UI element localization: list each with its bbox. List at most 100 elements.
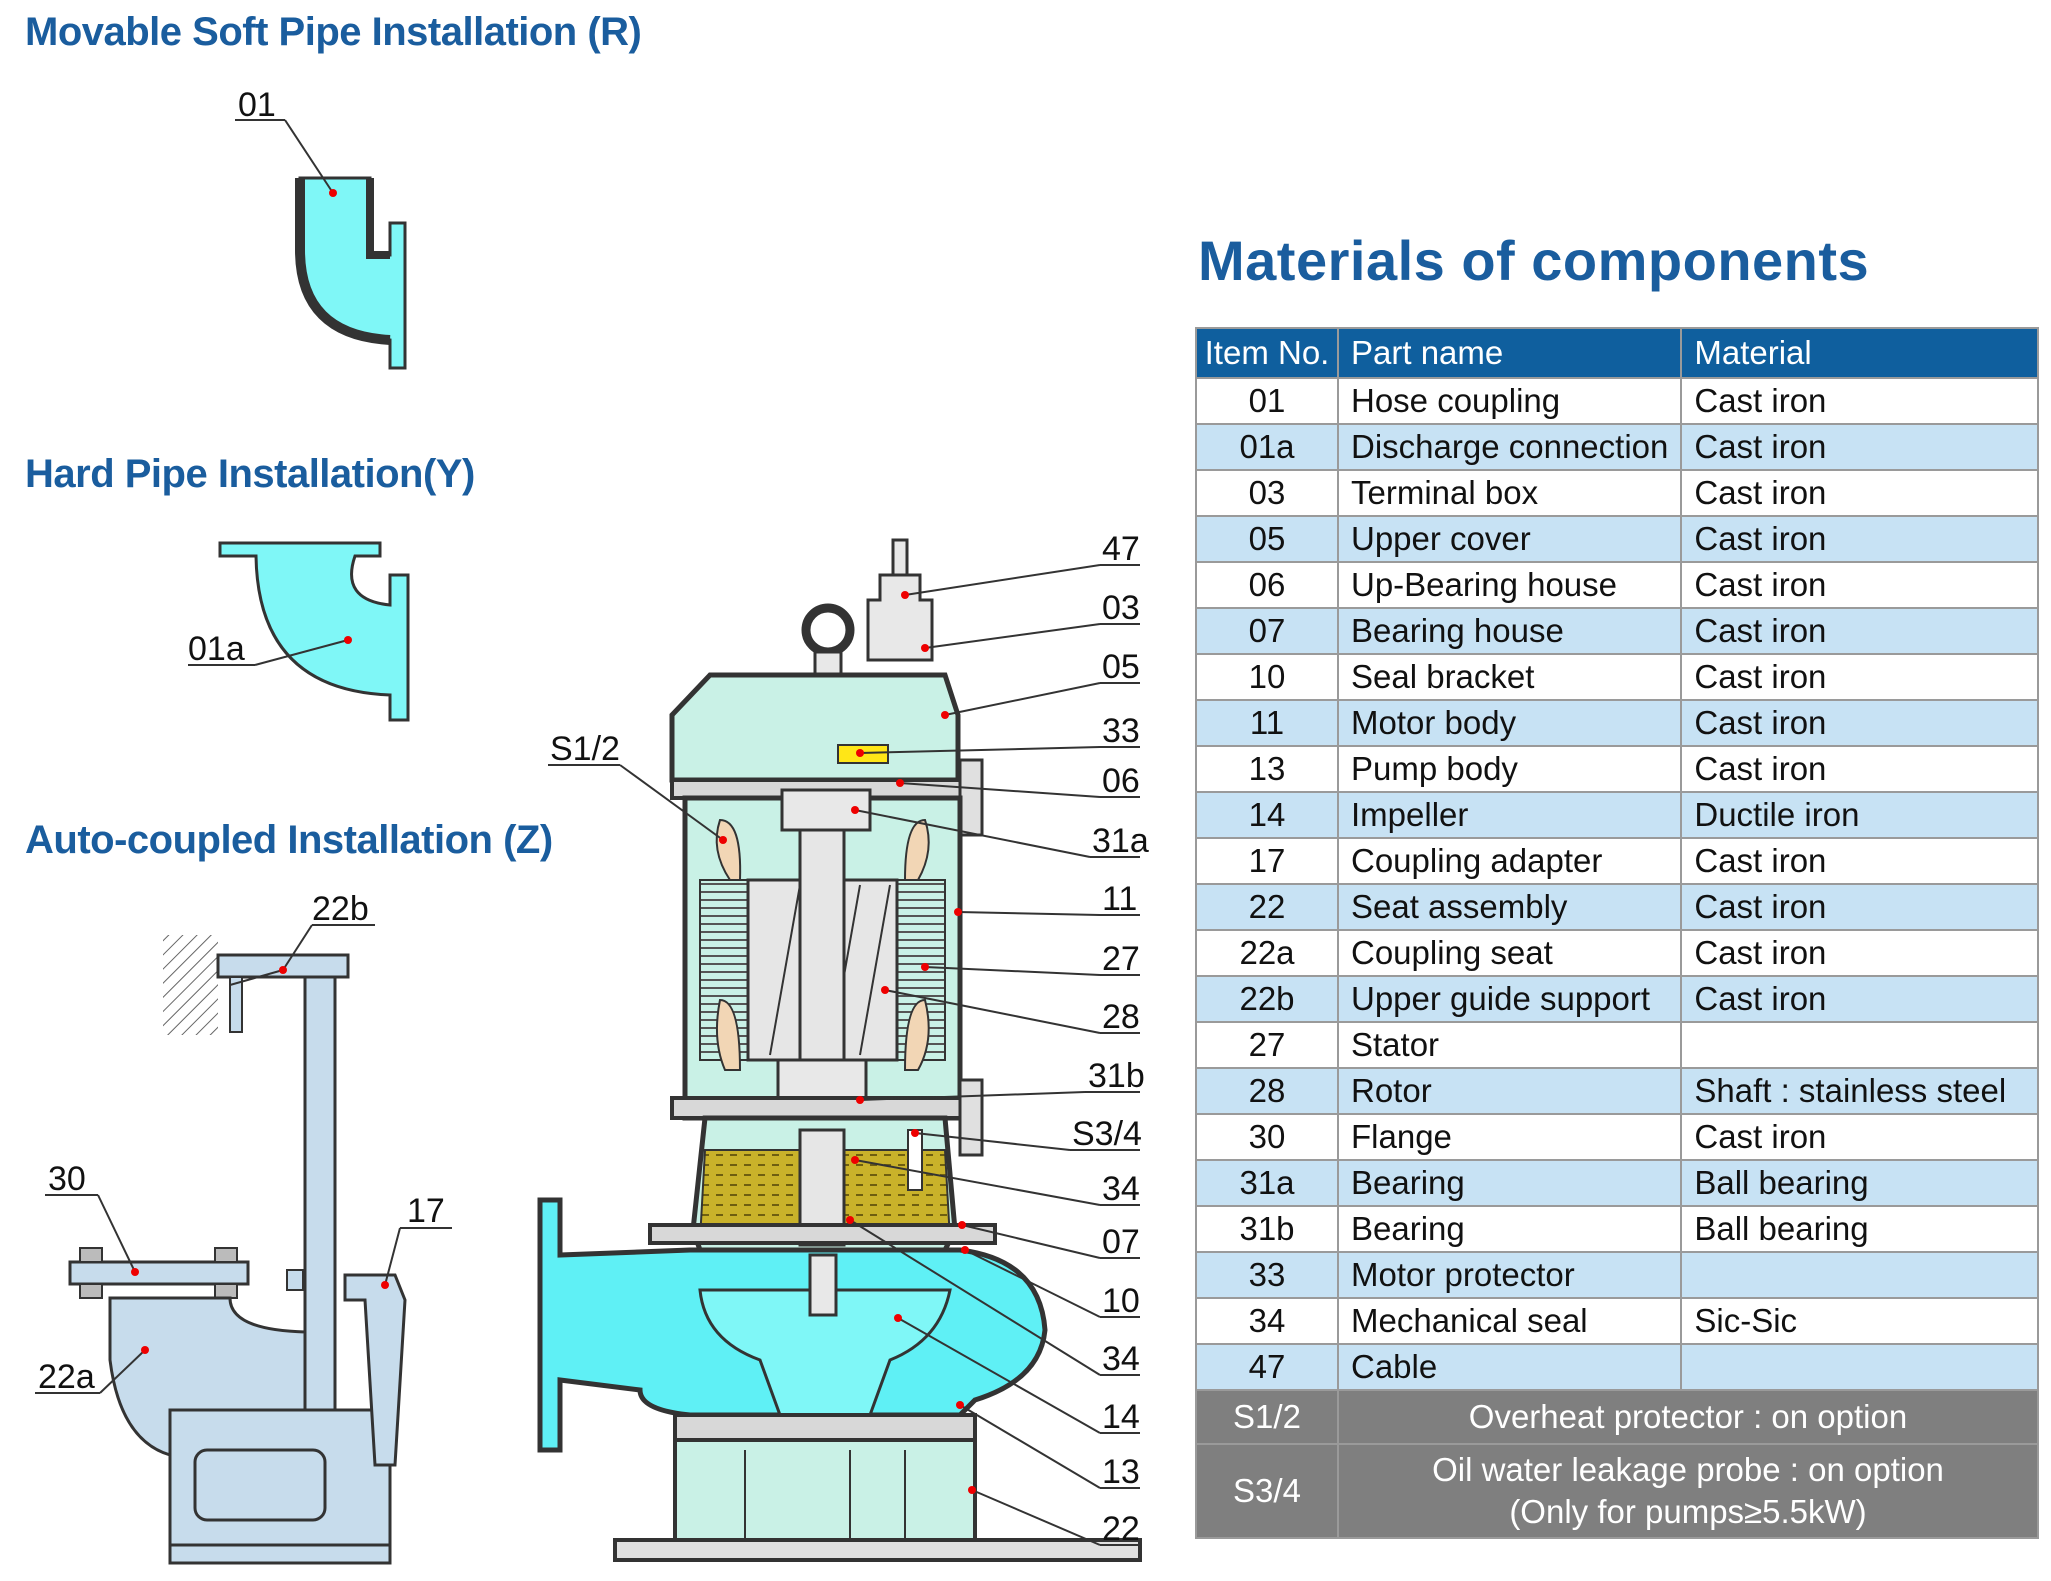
pump-cross-section	[537, 538, 1142, 1562]
cell-material: Cast iron	[1680, 975, 2039, 1023]
option-description-line: Oil water leakage probe : on option	[1432, 1451, 1944, 1488]
cell-item-no: 27	[1195, 1021, 1339, 1069]
cell-item-no: 30	[1195, 1113, 1339, 1161]
callout-label-S12: S1/2	[550, 730, 620, 768]
callout-label-28: 28	[1102, 998, 1140, 1036]
callout-label-33: 33	[1102, 712, 1140, 750]
cell-part-name: Up-Bearing house	[1336, 561, 1683, 609]
callout-S34: S3/4	[911, 1115, 1142, 1153]
option-item-no: S1/2	[1195, 1389, 1339, 1445]
callout-label-17: 17	[407, 1192, 445, 1230]
callout-label-27: 27	[1102, 940, 1140, 978]
cell-material: Cast iron	[1680, 377, 2039, 425]
callout-31a: 31a	[851, 806, 1149, 860]
cell-part-name: Coupling seat	[1336, 929, 1683, 977]
materials-heading: Materials of components	[1198, 229, 1870, 292]
callout-label-34a: 34	[1102, 1170, 1140, 1208]
option-item-no: S3/4	[1195, 1443, 1339, 1539]
cell-material: Cast iron	[1680, 561, 2039, 609]
header-part-name: Part name	[1336, 327, 1683, 379]
option-description: Overheat protector : on option	[1337, 1389, 2039, 1445]
cell-item-no: 11	[1195, 699, 1339, 747]
cell-item-no: 33	[1195, 1251, 1339, 1299]
callout-03: 03	[921, 589, 1140, 652]
cell-material: Cast iron	[1680, 883, 2039, 931]
cell-material: Cast iron	[1680, 1113, 2039, 1161]
cell-part-name: Flange	[1336, 1113, 1683, 1161]
cell-item-no: 28	[1195, 1067, 1339, 1115]
cell-part-name: Bearing	[1336, 1159, 1683, 1207]
cell-item-no: 03	[1195, 469, 1339, 517]
callout-06: 06	[896, 762, 1140, 800]
auto-coupled-heading: Auto-coupled Installation (Z)	[25, 818, 553, 862]
cell-material: Shaft : stainless steel	[1680, 1067, 2039, 1115]
cell-item-no: 10	[1195, 653, 1339, 701]
callout-27: 27	[921, 940, 1140, 978]
callout-22b: 22b	[229, 890, 375, 986]
cell-material: Ductile iron	[1680, 791, 2039, 839]
callout-34-upper: 34	[851, 1156, 1140, 1208]
callout-label-31a: 31a	[1092, 822, 1149, 860]
option-description-line: (Only for pumps≥5.5kW)	[1509, 1493, 1867, 1530]
cell-part-name: Motor body	[1336, 699, 1683, 747]
callout-label-30: 30	[48, 1160, 86, 1198]
callout-label-22b: 22b	[312, 890, 369, 928]
cell-part-name: Pump body	[1336, 745, 1683, 793]
cell-part-name: Mechanical seal	[1336, 1297, 1683, 1345]
callout-17: 17	[381, 1192, 452, 1289]
cell-part-name: Impeller	[1336, 791, 1683, 839]
cell-item-no: 05	[1195, 515, 1339, 563]
cell-material	[1680, 1251, 2039, 1299]
cell-material: Cast iron	[1680, 423, 2039, 471]
cell-item-no: 01	[1195, 377, 1339, 425]
cell-item-no: 31b	[1195, 1205, 1339, 1253]
callout-label-S34: S3/4	[1072, 1115, 1142, 1153]
callout-14: 14	[894, 1314, 1140, 1436]
cell-part-name: Rotor	[1336, 1067, 1683, 1115]
header-item-no: Item No.	[1195, 327, 1339, 379]
hard-pipe-heading: Hard Pipe Installation(Y)	[25, 452, 475, 496]
callout-label-31b: 31b	[1088, 1057, 1145, 1095]
option-description-line: Overheat protector : on option	[1468, 1398, 1908, 1435]
discharge-connection-elbow	[218, 541, 410, 722]
cell-item-no: 17	[1195, 837, 1339, 885]
cell-item-no: 06	[1195, 561, 1339, 609]
cell-part-name: Discharge connection	[1336, 423, 1683, 471]
cell-material: Cast iron	[1680, 929, 2039, 977]
cell-item-no: 47	[1195, 1343, 1339, 1391]
cell-part-name: Hose coupling	[1336, 377, 1683, 425]
callout-label-34b: 34	[1102, 1340, 1140, 1378]
cell-material: Cast iron	[1680, 653, 2039, 701]
callout-label-47: 47	[1102, 530, 1140, 568]
callout-label-11: 11	[1102, 880, 1137, 918]
callout-05: 05	[941, 648, 1140, 719]
callout-label-22: 22	[1102, 1510, 1140, 1548]
cell-part-name: Upper guide support	[1336, 975, 1683, 1023]
cell-item-no: 01a	[1195, 423, 1339, 471]
option-description: Oil water leakage probe : on option (Only…	[1337, 1443, 2039, 1539]
cell-part-name: Bearing house	[1336, 607, 1683, 655]
cell-material	[1680, 1021, 2039, 1069]
callout-30: 30	[45, 1160, 139, 1276]
cell-material: Cast iron	[1680, 699, 2039, 747]
cell-material: Cast iron	[1680, 607, 2039, 655]
callout-33: 33	[856, 712, 1140, 757]
cell-item-no: 14	[1195, 791, 1339, 839]
option-row: S1/2 Overheat protector : on option	[1195, 1389, 2039, 1445]
cell-part-name: Motor protector	[1336, 1251, 1683, 1299]
callout-10: 10	[961, 1246, 1140, 1320]
